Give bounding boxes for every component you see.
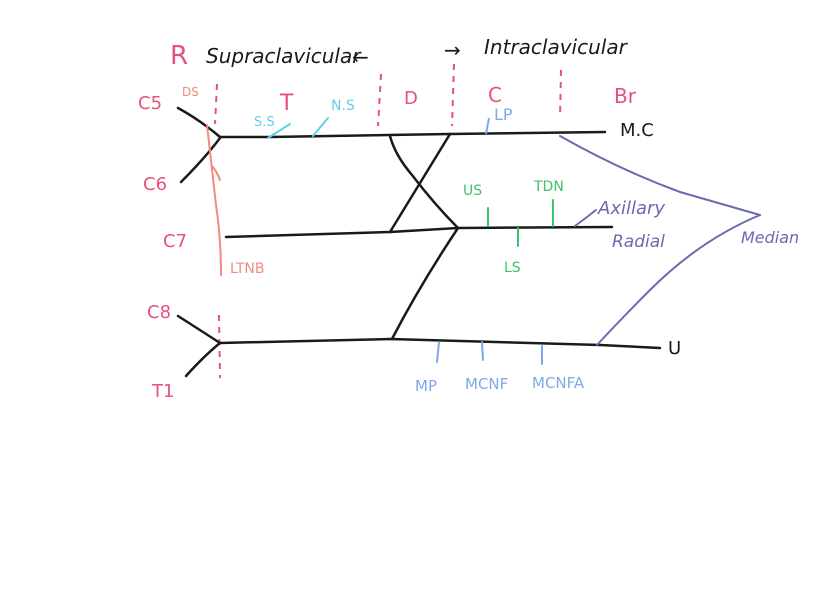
ltnb-line [206,124,222,276]
lp-label: LP [494,105,513,124]
plexus-lines [176,106,662,378]
lp-line [485,117,490,135]
divider-lower-roots [218,314,221,379]
divider-cords-branches [559,69,562,119]
ulnar-label: U [668,338,681,359]
root-t1: T1 [151,381,174,402]
section-divisions: D [404,88,418,109]
trunk-branches [267,117,329,139]
root-c8: C8 [147,302,171,323]
root-c7: C7 [163,231,187,252]
lower-trunk [218,337,662,350]
axillary-branch [574,209,597,227]
divider-trunks-divisions [377,73,382,127]
mp-label: MP [415,377,437,395]
section-cords: C [488,83,502,107]
section-ds: DS [182,85,199,99]
division-1 [388,134,460,230]
terminal-branches [559,135,761,346]
ss-label: S.S [254,115,275,130]
median-lateral-root [559,135,761,216]
division-2 [388,132,452,234]
c6-root-line [179,136,222,184]
median-label: Median [741,228,799,247]
ls-label: LS [504,260,521,276]
median-medial-root [596,214,761,346]
divider-divisions-cords [451,63,455,127]
root-c6: C6 [143,174,167,195]
medial-branches [436,341,543,365]
axillary-label: Axillary [597,198,665,219]
left-arrow-icon: ← [352,45,369,69]
right-arrow-icon: → [444,38,461,62]
ns-label: N.S [331,98,355,114]
section-branches: Br [614,84,637,108]
ltnb-label: LTNB [230,261,265,277]
mcnf-label: MCNF [465,375,508,393]
mcnfa-label: MCNFA [532,374,585,392]
section-dividers [214,63,562,379]
middle-trunk [224,225,614,239]
supraclavicular-label: Supraclavicular [206,44,362,68]
tdn-label: TDN [533,179,564,195]
c5-root-line [176,106,222,139]
section-trunks: T [279,91,294,116]
c8-root-line [176,314,222,345]
upper-trunk [218,130,607,139]
radial-label: Radial [612,232,665,252]
division-3 [390,226,460,341]
r-label: R [170,41,188,71]
infraclavicular-label: Intraclavicular [484,35,629,59]
t1-root-line [184,341,222,378]
posterior-branches [487,199,554,247]
root-c5: C5 [138,93,162,114]
us-label: US [463,183,482,199]
divider-roots [214,83,218,125]
mc-label: M.C [620,120,654,141]
